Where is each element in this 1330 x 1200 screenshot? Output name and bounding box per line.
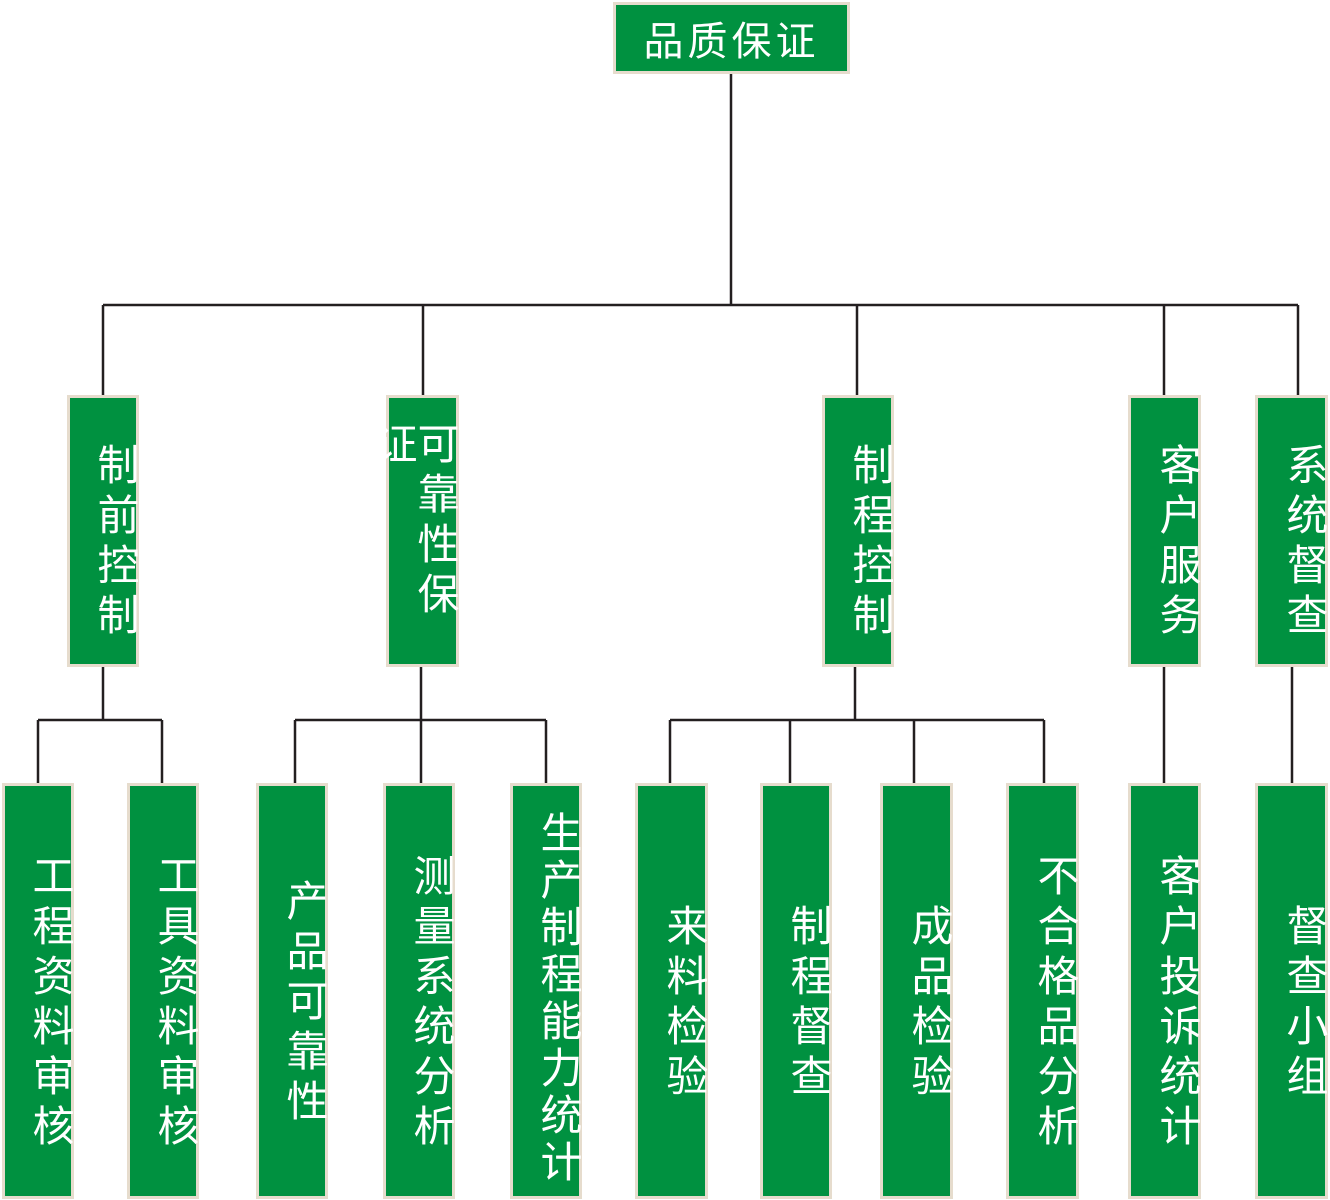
leaf-node-product-reliability: 产品可靠性 <box>256 783 329 1199</box>
branch-label: 制前控制 <box>91 443 140 643</box>
branch-label: 客户服务 <box>1153 443 1202 643</box>
leaf-node-tooling-data-review: 工具资料审核 <box>127 783 200 1199</box>
leaf-node-engineering-data-review: 工程资料审核 <box>2 783 75 1199</box>
leaf-label: 督查小组 <box>1280 904 1329 1104</box>
branch-node-process-control: 制程控制 <box>822 395 895 667</box>
leaf-label: 客户投诉统计 <box>1153 854 1202 1154</box>
leaf-label: 成品检验 <box>905 904 954 1104</box>
leaf-label: 工程资料审核 <box>26 854 75 1154</box>
leaf-node-nonconforming-product-analysis: 不合格品分析 <box>1006 783 1080 1199</box>
leaf-node-process-audit: 制程督查 <box>760 783 833 1199</box>
branch-label: 可靠性保证 <box>369 422 460 622</box>
leaf-node-finished-product-inspection: 成品检验 <box>880 783 954 1199</box>
branch-label: 制程控制 <box>846 443 895 643</box>
leaf-label: 工具资料审核 <box>151 854 200 1154</box>
branch-node-reliability-assurance: 可靠性保证 <box>369 395 460 667</box>
root-node: 品质保证 <box>613 2 850 74</box>
leaf-node-process-capability-statistics: 生产制程能力统计 <box>510 783 583 1199</box>
leaf-label: 产品可靠性 <box>280 879 329 1129</box>
leaf-node-measurement-system-analysis: 测量系统分析 <box>383 783 456 1199</box>
leaf-node-customer-complaint-statistics: 客户投诉统计 <box>1128 783 1202 1199</box>
leaf-node-incoming-inspection: 来料检验 <box>635 783 709 1199</box>
branch-label: 系统督查 <box>1280 443 1329 643</box>
branch-node-system-audit: 系统督查 <box>1255 395 1329 667</box>
branch-node-pre-production-control: 制前控制 <box>67 395 140 667</box>
branch-node-customer-service: 客户服务 <box>1128 395 1202 667</box>
leaf-label: 来料检验 <box>660 904 709 1104</box>
leaf-label: 测量系统分析 <box>407 854 456 1154</box>
leaf-label: 生产制程能力统计 <box>534 811 583 1187</box>
leaf-label: 不合格品分析 <box>1031 854 1080 1154</box>
leaf-label: 制程督查 <box>784 904 833 1104</box>
leaf-node-audit-team: 督查小组 <box>1255 783 1329 1199</box>
root-label: 品质保证 <box>643 19 820 65</box>
